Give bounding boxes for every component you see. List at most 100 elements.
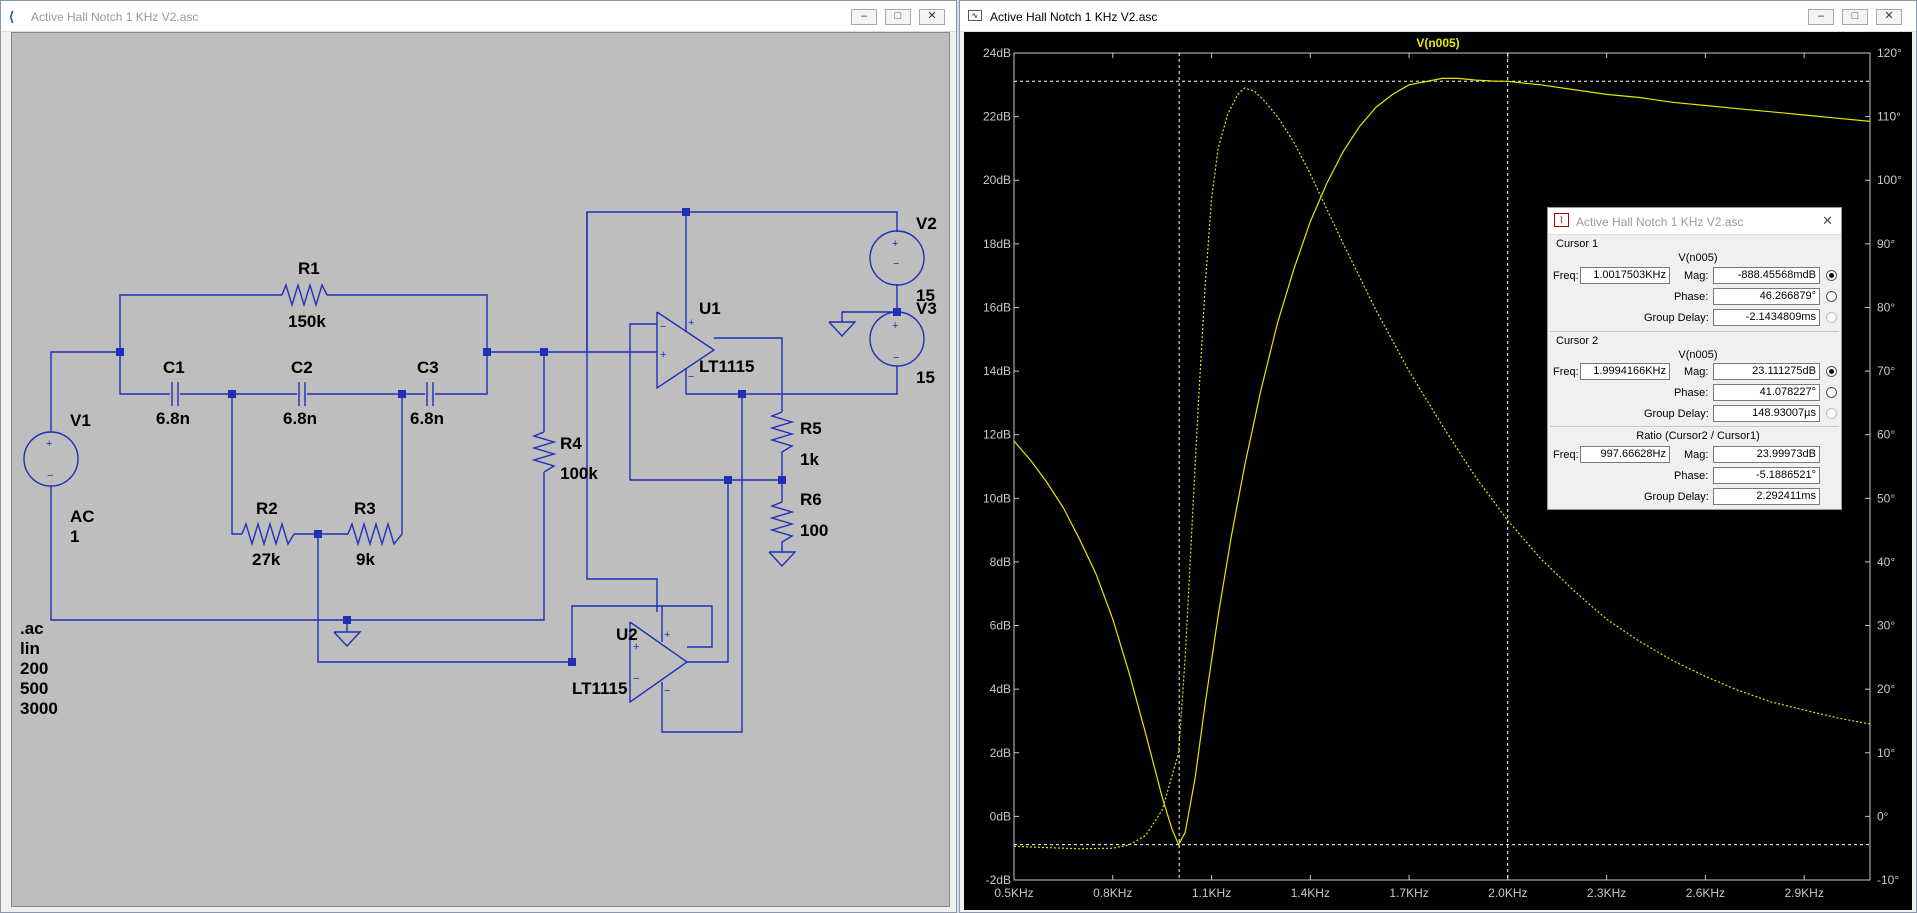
cursor-readout-window[interactable]: ⌇ Active Hall Notch 1 KHz V2.asc ✕ Curso… (1547, 207, 1842, 510)
cursor2-mag-field[interactable]: 23.111275dB (1713, 363, 1820, 380)
cursor1-phase-field[interactable]: 46.266879° (1713, 288, 1820, 305)
spice-directive[interactable]: .ac lin 200 500 3000 (20, 619, 58, 718)
y-left-tick-label: 24dB (983, 46, 1011, 60)
cursor-window-titlebar[interactable]: ⌇ Active Hall Notch 1 KHz V2.asc ✕ (1548, 208, 1841, 235)
cursor-window-close-button[interactable]: ✕ (1822, 213, 1833, 228)
y-left-tick-label: 10dB (983, 491, 1011, 505)
y-left-tick-label: 18dB (983, 237, 1011, 251)
ratio-gd-field[interactable]: 2.292411ms (1713, 488, 1820, 505)
y-right-tick-label: 120° (1877, 46, 1902, 60)
y-left-tick-label: -2dB (986, 873, 1011, 887)
cursor1-freq-field[interactable]: 1.0017503KHz (1580, 267, 1670, 284)
svg-text:−: − (633, 673, 639, 685)
minimize-button[interactable]: – (851, 9, 877, 25)
close-button[interactable]: ✕ (1876, 9, 1902, 25)
r3-name[interactable]: R3 (354, 499, 376, 518)
cursor2-mag-radio[interactable] (1826, 366, 1837, 377)
cursor2-freq-field[interactable]: 1.9994166KHz (1580, 363, 1670, 380)
r1-name[interactable]: R1 (298, 259, 320, 278)
schematic-pin-marks: +− +− +− −+ +− +− +− (46, 238, 899, 697)
v3-name[interactable]: V3 (916, 299, 937, 318)
minimize-button[interactable]: – (1808, 9, 1834, 25)
close-button[interactable]: ✕ (919, 9, 945, 25)
y-left-tick-label: 4dB (990, 682, 1011, 696)
u1-value[interactable]: LT1115 (699, 357, 755, 376)
magnitude-trace (1013, 77, 1871, 847)
r2-name[interactable]: R2 (256, 499, 278, 518)
ratio-mag-field[interactable]: 23.99973dB (1713, 446, 1820, 463)
ratio-phase-field[interactable]: -5.1886521° (1713, 467, 1820, 484)
y-right-tick-label: 30° (1877, 619, 1895, 633)
waveform-titlebar[interactable]: ∿ Active Hall Notch 1 KHz V2.asc – □ ✕ (960, 1, 1916, 32)
cursor1-phase-radio[interactable] (1826, 291, 1837, 302)
x-tick-label: 2.6KHz (1686, 886, 1725, 900)
cursor1-phase-label: Phase: (1674, 291, 1709, 303)
c3-value[interactable]: 6.8n (410, 409, 445, 428)
svg-text:+: + (892, 320, 898, 332)
x-tick-label: 1.4KHz (1291, 886, 1330, 900)
v1-name[interactable]: V1 (70, 411, 91, 430)
c1-name[interactable]: C1 (163, 358, 185, 377)
cursor-separator-1 (1550, 331, 1839, 332)
schematic-titlebar[interactable]: ⟨ Active Hall Notch 1 KHz V2.asc – □ ✕ (1, 1, 956, 32)
r1-value[interactable]: 150k (288, 312, 326, 331)
cursor2-trace: V(n005) (1678, 349, 1718, 361)
schematic-canvas[interactable]: +− +− +− −+ +− +− +− R1 150k C1 6.8n C2 … (11, 32, 950, 907)
cursor2-gd-field[interactable]: 148.93007µs (1713, 405, 1820, 422)
y-right-tick-label: 100° (1877, 173, 1902, 187)
u2-value[interactable]: LT1115 (572, 679, 628, 698)
ratio-mag-label: Mag: (1684, 449, 1709, 461)
plot-cursors[interactable] (1014, 53, 1870, 880)
waveform-window-title: Active Hall Notch 1 KHz V2.asc (990, 10, 1158, 24)
svg-text:−: − (664, 685, 670, 697)
y-left-tick-label: 22dB (983, 110, 1011, 124)
trace-label[interactable]: V(n005) (1416, 36, 1459, 50)
ratio-freq-field[interactable]: 997.66628Hz (1580, 446, 1670, 463)
x-tick-label: 2.9KHz (1784, 886, 1823, 900)
x-tick-label: 1.7KHz (1389, 886, 1428, 900)
cursor1-gd-field[interactable]: -2.1434809ms (1713, 309, 1820, 326)
v2-value[interactable]: 15 (916, 286, 935, 305)
maximize-button[interactable]: □ (885, 9, 911, 25)
plot-border (1013, 52, 1871, 881)
c3-name[interactable]: C3 (417, 358, 439, 377)
cursor2-phase-field[interactable]: 41.078227° (1713, 384, 1820, 401)
ratio-gd-label: Group Delay: (1644, 491, 1709, 503)
v1-value[interactable]: AC 1 (70, 507, 95, 546)
u1-name[interactable]: U1 (699, 299, 721, 318)
cursor2-gd-radio[interactable] (1826, 408, 1837, 419)
schematic-wires (23, 211, 925, 733)
y-right-tick-label: 20° (1877, 682, 1895, 696)
r6-value[interactable]: 100 (800, 521, 829, 540)
plot-svg[interactable]: 24dB22dB20dB18dB16dB14dB12dB10dB8dB6dB4d… (964, 32, 1912, 910)
c1-value[interactable]: 6.8n (156, 409, 191, 428)
svg-text:−: − (893, 258, 899, 270)
r4-name[interactable]: R4 (560, 434, 582, 453)
plot-ticks: 24dB22dB20dB18dB16dB14dB12dB10dB8dB6dB4d… (983, 46, 1902, 900)
waveform-viewer-icon: ∿ (968, 10, 982, 21)
y-right-tick-label: 10° (1877, 746, 1895, 760)
svg-text:−: − (660, 321, 666, 333)
cursor1-mag-radio[interactable] (1826, 270, 1837, 281)
cursor2-freq-label: Freq: (1553, 366, 1579, 378)
r3-value[interactable]: 9k (356, 550, 375, 569)
cursor1-mag-field[interactable]: -888.45568mdB (1713, 267, 1820, 284)
svg-text:−: − (47, 470, 53, 482)
maximize-button[interactable]: □ (1842, 9, 1868, 25)
cursor2-phase-radio[interactable] (1826, 387, 1837, 398)
v2-name[interactable]: V2 (916, 214, 937, 233)
v3-value[interactable]: 15 (916, 368, 935, 387)
x-tick-label: 2.0KHz (1488, 886, 1527, 900)
c2-value[interactable]: 6.8n (283, 409, 318, 428)
cursor1-gd-radio[interactable] (1826, 312, 1837, 323)
c2-name[interactable]: C2 (291, 358, 313, 377)
svg-text:+: + (660, 349, 666, 361)
r4-value[interactable]: 100k (560, 464, 598, 483)
u2-name[interactable]: U2 (616, 625, 638, 644)
r5-value[interactable]: 1k (800, 450, 819, 469)
r6-name[interactable]: R6 (800, 490, 822, 509)
y-right-tick-label: -10° (1877, 873, 1899, 887)
r2-value[interactable]: 27k (252, 550, 281, 569)
r5-name[interactable]: R5 (800, 419, 822, 438)
